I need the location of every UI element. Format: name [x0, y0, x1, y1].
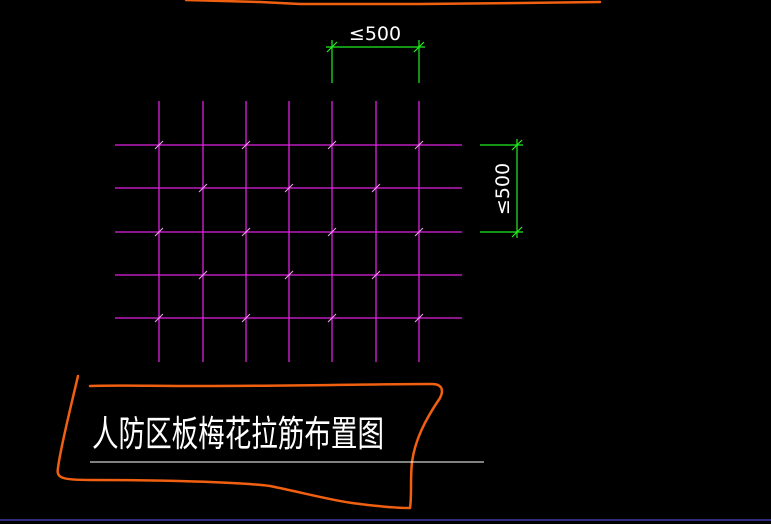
tie-mark: [154, 313, 164, 323]
tie-mark: [284, 270, 294, 280]
markup-outline-title: [56, 374, 444, 510]
tie-mark: [241, 313, 251, 323]
tie-mark: [414, 313, 424, 323]
tie-mark: [198, 183, 208, 193]
tie-mark: [198, 270, 208, 280]
dim-v-label: ≤500: [492, 163, 514, 215]
dim-v-tick-bottom: [511, 226, 523, 238]
vertical-dimension: [480, 139, 523, 238]
tie-mark: [371, 270, 381, 280]
dim-h-tick-right: [413, 41, 425, 53]
dim-h-label: ≤500: [349, 23, 401, 45]
tie-mark: [241, 140, 251, 150]
tie-marks: [154, 140, 424, 323]
tie-mark: [241, 227, 251, 237]
tie-mark: [284, 183, 294, 193]
drawing-title: 人防区板梅花拉筋布置图: [92, 414, 384, 455]
markup-stroke-top: [184, 0, 602, 6]
tie-mark: [371, 183, 381, 193]
tie-mark: [327, 227, 337, 237]
tie-mark: [154, 227, 164, 237]
tie-mark: [414, 140, 424, 150]
horizontal-dimension: [326, 40, 425, 83]
dim-v-tick-top: [511, 139, 523, 151]
dim-h-tick-left: [326, 41, 338, 53]
tie-mark: [327, 313, 337, 323]
tie-mark: [154, 140, 164, 150]
rebar-grid: [115, 101, 462, 362]
tie-mark: [414, 227, 424, 237]
tie-mark: [327, 140, 337, 150]
